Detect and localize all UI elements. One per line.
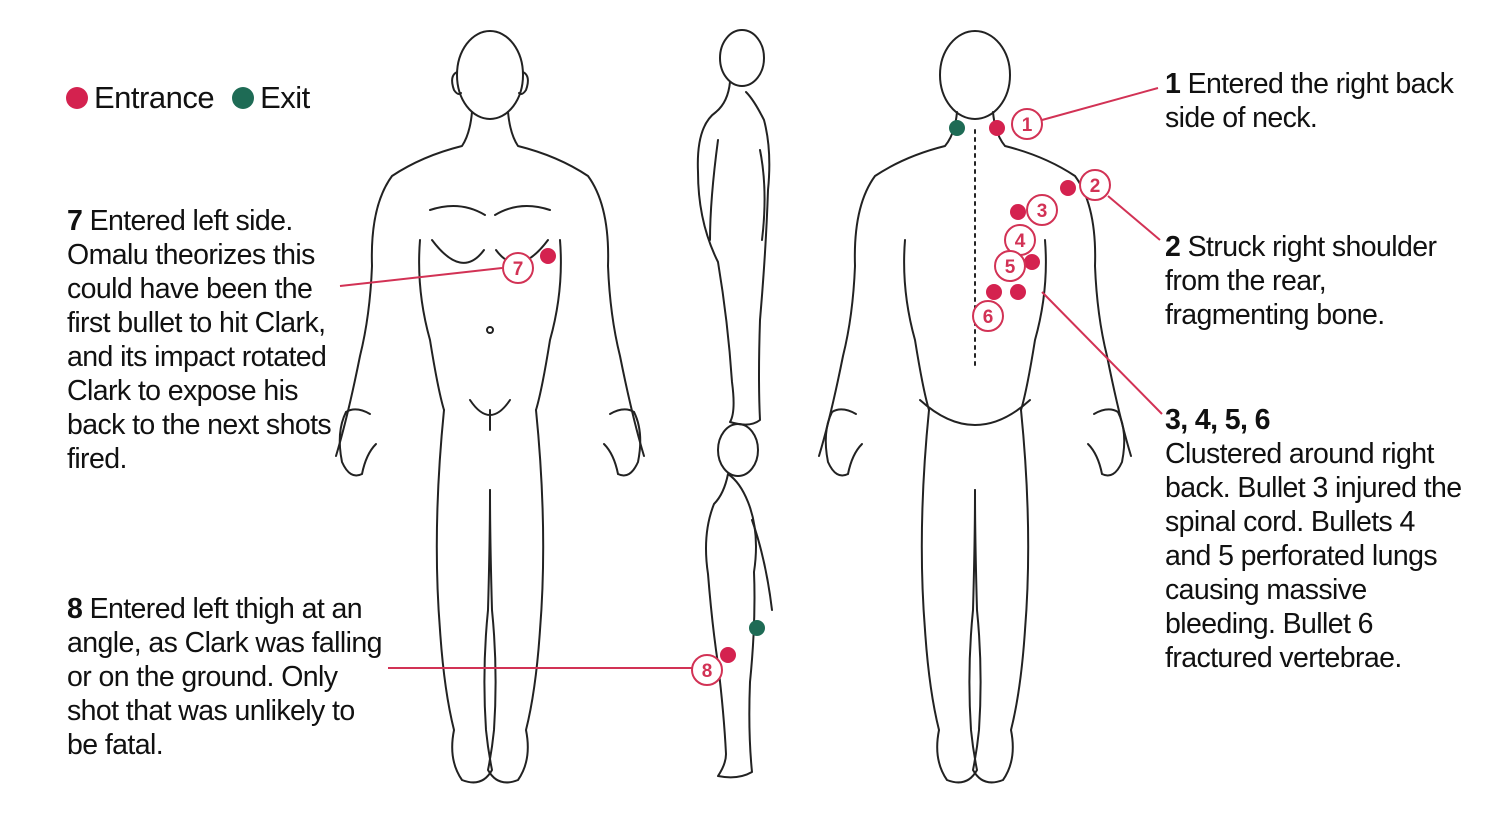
leader-line-3456: [1041, 291, 1163, 415]
legend-exit-label: Exit: [260, 80, 310, 115]
wound-dots: [540, 120, 1076, 663]
exit-dot-icon: [232, 87, 255, 109]
entrance-dot-7: [540, 248, 556, 264]
svg-text:5: 5: [1005, 257, 1016, 278]
marker-8: 8: [691, 654, 723, 686]
note-3456-number: 3, 4, 5, 6: [1165, 404, 1271, 436]
note-8-number: 8: [67, 593, 83, 625]
note-2-text: Struck right shoulder from the rear, fra…: [1165, 231, 1437, 331]
entrance-dot-5: [1024, 254, 1040, 270]
note-1-number: 1: [1165, 68, 1181, 100]
svg-text:7: 7: [513, 259, 524, 280]
leader-line-2: [1107, 195, 1161, 241]
note-7-number: 7: [67, 205, 83, 237]
legend-exit: Exit: [232, 80, 310, 116]
side-body-figure-upright: [696, 29, 771, 426]
note-1: 1 Entered the right back side of neck.: [1165, 67, 1465, 135]
leader-line-1: [1041, 87, 1159, 121]
marker-1: 1: [1011, 108, 1043, 140]
svg-text:1: 1: [1022, 115, 1033, 136]
note-7: 7 Entered left side. Omalu theorizes thi…: [67, 204, 352, 476]
exit-dot-8: [749, 620, 765, 636]
svg-text:3: 3: [1037, 201, 1048, 222]
leader-line-7: [339, 267, 503, 287]
note-2-number: 2: [1165, 231, 1181, 263]
entrance-dot-3: [1010, 204, 1026, 220]
note-8: 8 Entered left thigh at an angle, as Cla…: [67, 592, 387, 762]
entrance-dot-8: [720, 647, 736, 663]
entrance-dot-2: [1060, 180, 1076, 196]
marker-3: 3: [1026, 194, 1058, 226]
entrance-dot-icon: [66, 87, 88, 109]
note-7-text: Entered left side. Omalu theorizes this …: [67, 205, 332, 475]
marker-5: 5: [994, 250, 1026, 282]
note-1-text: Entered the right back side of neck.: [1165, 68, 1454, 134]
note-8-text: Entered left thigh at an angle, as Clark…: [67, 593, 382, 761]
exit-dot-1: [949, 120, 965, 136]
legend-entrance-label: Entrance: [94, 80, 215, 115]
note-2: 2 Struck right shoulder from the rear, f…: [1165, 230, 1465, 332]
front-body-figure: [335, 30, 645, 784]
legend: Entrance Exit: [66, 80, 328, 116]
svg-text:8: 8: [702, 661, 713, 682]
entrance-dot-1: [989, 120, 1005, 136]
back-body-figure: [818, 30, 1132, 784]
leader-lines: [339, 87, 1163, 669]
svg-text:4: 4: [1015, 231, 1026, 252]
entrance-dot-4: [1010, 284, 1026, 300]
side-body-figure-falling: [705, 423, 773, 779]
legend-entrance: Entrance: [66, 80, 215, 116]
marker-7: 7: [502, 252, 534, 284]
svg-text:6: 6: [983, 307, 994, 328]
note-3456-text: Clustered around right back. Bullet 3 in…: [1165, 438, 1462, 674]
entrance-dot-6: [986, 284, 1002, 300]
marker-6: 6: [972, 300, 1004, 332]
svg-text:2: 2: [1090, 176, 1101, 197]
marker-2: 2: [1079, 169, 1111, 201]
